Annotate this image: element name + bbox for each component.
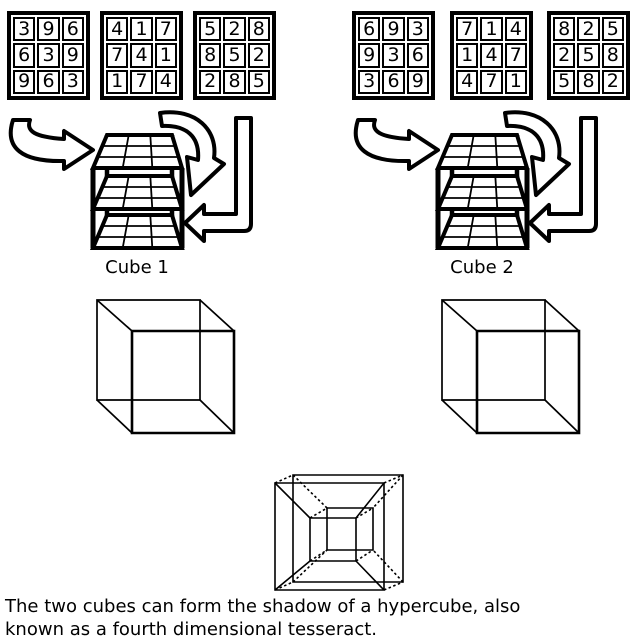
grid-cell: 3 — [382, 43, 405, 68]
grid-cell: 4 — [456, 69, 479, 94]
grid-cell: 3 — [358, 69, 381, 94]
caption: The two cubes can form the shadow of a h… — [5, 595, 520, 641]
grid-cell: 8 — [247, 17, 270, 42]
number-grid-4: 6 9 3 9 3 6 3 6 9 — [352, 11, 435, 100]
wireframe-cube-1 — [95, 298, 236, 435]
grid-cell: 8 — [553, 17, 576, 42]
grid-cell: 5 — [247, 69, 270, 94]
grid-cell: 8 — [577, 69, 600, 94]
grid-cell: 5 — [199, 17, 222, 42]
grid-cell: 1 — [130, 17, 153, 42]
cube-2-label: Cube 2 — [450, 257, 514, 278]
grid-cell: 3 — [61, 69, 84, 94]
grid-cell: 6 — [358, 17, 381, 42]
grid-cell: 5 — [601, 17, 624, 42]
grid-cell: 7 — [456, 17, 479, 42]
grid-cell: 4 — [480, 43, 503, 68]
grid-cell: 9 — [382, 17, 405, 42]
grid-cell: 1 — [504, 69, 527, 94]
grid-cell: 6 — [61, 17, 84, 42]
grid-cell: 8 — [199, 43, 222, 68]
number-grid-6: 8 2 5 2 5 8 5 8 2 — [547, 11, 630, 100]
number-grid-1: 3 9 6 6 3 9 9 6 3 — [7, 11, 90, 100]
grid-cell: 3 — [37, 43, 60, 68]
grid-cell: 6 — [406, 43, 429, 68]
grid-cell: 3 — [406, 17, 429, 42]
grid-cell: 5 — [223, 43, 246, 68]
number-grid-2: 4 1 7 7 4 1 1 7 4 — [100, 11, 183, 100]
grid-cell: 1 — [456, 43, 479, 68]
grid-cell: 2 — [223, 17, 246, 42]
number-grid-5: 7 1 4 1 4 7 4 7 1 — [450, 11, 533, 100]
caption-line-1: The two cubes can form the shadow of a h… — [5, 596, 521, 617]
grid-cell: 8 — [223, 69, 246, 94]
grid-cell: 4 — [154, 69, 177, 94]
grid-cell: 7 — [480, 69, 503, 94]
grid-cell: 1 — [480, 17, 503, 42]
grid-cell: 1 — [106, 69, 129, 94]
grid-cell: 2 — [247, 43, 270, 68]
grid-cell: 9 — [406, 69, 429, 94]
grid-cell: 2 — [577, 17, 600, 42]
grid-cell: 7 — [130, 69, 153, 94]
curved-arrow-icon-2 — [353, 118, 440, 171]
grid-cell: 4 — [130, 43, 153, 68]
number-grid-3: 5 2 8 8 5 2 2 8 5 — [193, 11, 276, 100]
grid-cell: 3 — [13, 17, 36, 42]
grid-cell: 9 — [358, 43, 381, 68]
grid-cell: 7 — [504, 43, 527, 68]
grid-cell: 6 — [13, 43, 36, 68]
grid-cell: 4 — [504, 17, 527, 42]
grid-cell: 7 — [106, 43, 129, 68]
grid-cell: 9 — [13, 69, 36, 94]
layered-grid-stack-1 — [93, 135, 182, 248]
grid-cell: 8 — [601, 43, 624, 68]
grid-cell: 7 — [154, 17, 177, 42]
grid-cell: 2 — [199, 69, 222, 94]
grid-cell: 6 — [37, 69, 60, 94]
layered-grid-stack-2 — [438, 135, 527, 248]
curved-arrow-icon-1 — [8, 118, 95, 171]
grid-cell: 9 — [37, 17, 60, 42]
grid-cell: 5 — [577, 43, 600, 68]
grid-cell: 5 — [553, 69, 576, 94]
grid-cell: 6 — [382, 69, 405, 94]
tesseract-figure — [274, 474, 404, 591]
caption-line-2: known as a fourth dimensional tesseract. — [5, 619, 377, 640]
grid-cell: 1 — [154, 43, 177, 68]
cube-1-label: Cube 1 — [105, 257, 169, 278]
grid-cell: 2 — [601, 69, 624, 94]
wireframe-cube-2 — [440, 298, 581, 435]
grid-cell: 9 — [61, 43, 84, 68]
grid-cell: 2 — [553, 43, 576, 68]
grid-cell: 4 — [106, 17, 129, 42]
